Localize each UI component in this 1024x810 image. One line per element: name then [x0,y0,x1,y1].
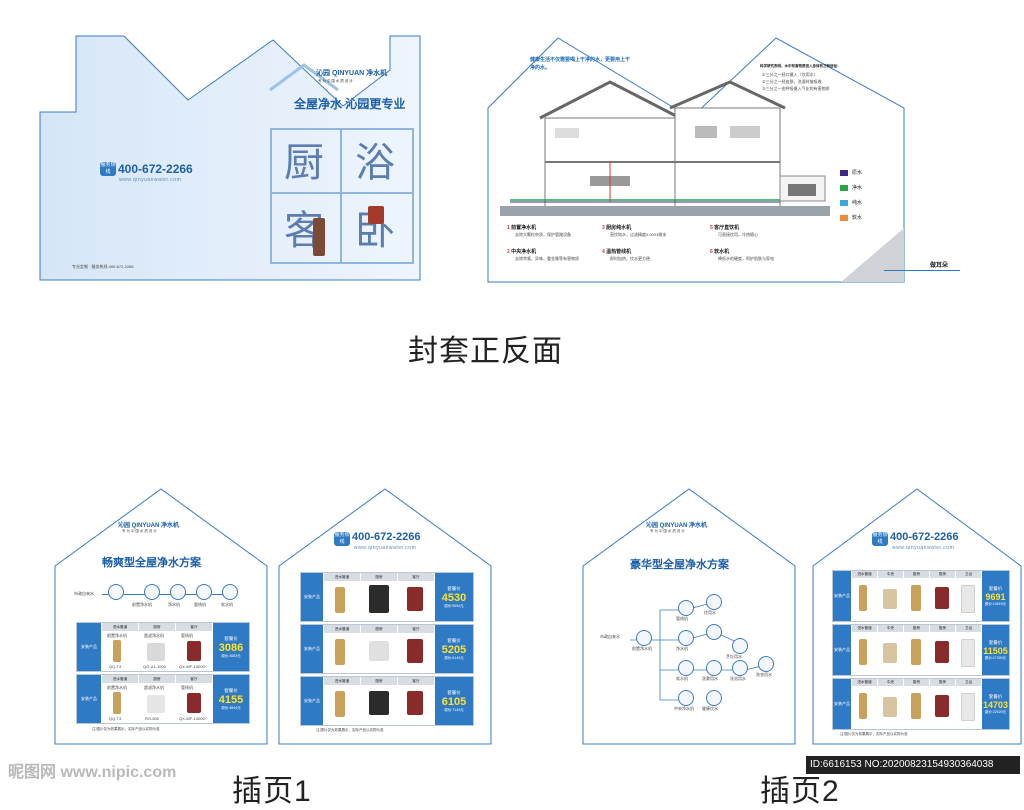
insert1-title: 畅爽型全屋净水方案 [102,557,201,569]
side-point-2: ②三分之一经皮肤，洗澡时被吸收 [762,79,822,84]
ear-marker-line [884,270,960,271]
insert1-flow-line [102,594,232,595]
i2-label-10: 前置净水机 [632,646,652,651]
flow-node-2 [144,584,160,600]
cover-dispenser-image [313,218,325,256]
package-price: 4155 [218,693,244,706]
i2-node-2 [706,594,722,610]
i2-node-6 [678,660,694,676]
watermark-left: 昵图网 www.nipic.com [8,764,177,781]
flow-node-4 [196,584,212,600]
cover-front-headline: 全屋净水 沁园更专业 [294,97,406,111]
insert2-url[interactable]: www.qinyuanwater.com [892,545,955,551]
i2-node-9 [758,656,774,672]
package-price: 14703 [982,699,1009,710]
insert2-right-table-3: 安装产品 进水管道 中央 厨房 厨房 卫浴 套餐价 14703 原价:22620… [832,678,1010,730]
i2-label-6: 软水机 [676,676,688,681]
insert1-phone[interactable]: 400-672-2266 [352,531,421,543]
i2-node-tap [636,630,652,646]
insert2-left-house [582,488,796,746]
package-price: 5205 [441,643,467,656]
i2-label-4: 烹饪用水 [726,654,742,659]
insert1-left-table-1: 安装产品 进水管道 厨房 客厅 前置净水机 超滤净水机 管线机 QQ-T3 QG… [76,622,250,672]
insert2-brand: 沁园 QINYUAN 净水机 [646,523,708,529]
insert2-slogan: 专 为 中 国 水 质 设 计 [650,529,685,533]
insert1-hotline-badge: 服务热线 [334,532,350,546]
package-price: 3086 [218,641,244,654]
char-kitchen: 厨 [284,140,324,186]
cover-front-room-grid [270,128,414,264]
cover-purifier-image [368,206,384,224]
side-point-1: ①三分之一经口摄入（饮用水） [762,72,818,77]
insert1-right-table-1: 安装产品 进水管道 厨房 客厅 套餐价 4530 原价:5054元 [300,572,474,622]
i2-label-7: 洗浴用水 [730,676,746,681]
side-point-3: ③三分之一由呼吸摄入气化的有害物质 [762,86,830,91]
insert2-hotline-badge: 服务热线 [872,532,888,546]
insert1-flow-label: 市政自来水 [74,591,94,596]
watermark-right: ID:6616153 NO:20200823154930364038 [810,759,994,770]
insert1-right-table-2: 安装产品 进水管道 厨房 客厅 套餐价 5205 原价:6144元 [300,624,474,674]
i2-label-1: 饮用水 [704,610,716,615]
insert2-right-table-2: 安装产品 进水管道 中央 厨房 厨房 卫浴 套餐价 11505 原价:17300… [832,624,1010,676]
i2-node-3 [678,630,694,646]
cover-footer: 专业定制 · 服务热线 400-672-2266 [72,264,134,269]
flow-node-1 [108,584,124,600]
i2-node-1 [678,600,694,616]
flow-node-3 [170,584,186,600]
flow-label-1: 前置净水机 [132,602,152,607]
legend-raw: 原水 [840,166,862,181]
ear-label: 做耳朵 [930,263,949,269]
insert2-right-note: 注:图片仅为效果展示，实际产品以实物为准 [840,732,908,736]
flow-node-5 [222,584,238,600]
cover-url[interactable]: www.qinyuanwater.com [119,177,182,183]
i2-node-11 [706,690,722,706]
i2-label-11: 中央净水机 [674,706,694,711]
i2-label-9: 洗衣用水 [756,672,772,677]
insert1-brand: 沁园 QINYUAN 净水机 [118,523,180,529]
cover-back-side-title: 科学研究表明，水中有害物质进入身体有三种途径： [760,64,841,68]
package-price: 11505 [983,645,1008,656]
insert2-right-table-1: 安装产品 进水管道 中央 厨房 厨房 卫浴 套餐价 9691 原价:14615元 [832,570,1010,622]
insert1-url[interactable]: www.qinyuanwater.com [354,545,417,551]
insert2-title: 豪华型全屋净水方案 [630,559,729,571]
flow-label-3: 管线机 [194,602,206,607]
legend: 原水 净水 纯水 软水 [840,166,862,226]
insert1-left-note: 注:图片仅为效果展示，实际产品以实物为准 [92,727,160,731]
i2-node-4 [706,624,722,640]
flow-label-4: 软水机 [221,602,233,607]
cover-front-slogan: 专 为 中 国 水 质 设 计 [318,79,353,83]
insert1-left-table-2: 安装产品 进水管道 厨房 客厅 前置净水机 超滤净水机 管线机 QQ-T3 RO… [76,674,250,724]
i2-label-0: 管线机 [676,616,688,621]
legend-clean: 净水 [840,181,862,196]
package-price: 4530 [441,591,467,604]
caption-cover: 封套正反面 [408,335,563,368]
watermark-right-bg [806,756,1020,774]
cover-back-intro: 健康生活不仅需要喝上干净的水，更要用上干净的水。 [530,57,631,71]
cover-phone[interactable]: 400-672-2266 [118,162,193,176]
i2-node-5 [732,638,748,654]
insert2-phone[interactable]: 400-672-2266 [890,531,959,543]
insert1-right-note: 注:图片仅为效果展示，实际产品以实物为准 [316,728,384,732]
house-cross-section [500,76,830,216]
i2-label-5: 洗漱用水 [702,676,718,681]
flow-label-2: 净水机 [168,602,180,607]
i2-label-2: 净水机 [676,646,688,651]
char-bath: 浴 [355,140,395,186]
legend-soft: 软水 [840,211,862,226]
i2-label-12: 健康饮水 [702,706,718,711]
package-price: 6105 [441,695,467,708]
i2-node-8 [732,660,748,676]
package-price: 9691 [985,591,1006,602]
legend-pure: 纯水 [840,196,862,211]
cover-front-brand: 沁园 QINYUAN 净水机 [316,70,388,77]
i2-node-7 [706,660,722,676]
cover-front-house [38,30,422,282]
insert1-slogan: 专 为 中 国 水 质 设 计 [122,529,157,533]
insert2-flow-label: 市政自来水 [600,634,620,639]
cover-hotline-badge: 服务热线 [100,162,116,176]
insert1-right-table-3: 安装产品 进水管道 厨房 客厅 套餐价 6105 原价:7144元 [300,676,474,726]
i2-node-10 [678,690,694,706]
